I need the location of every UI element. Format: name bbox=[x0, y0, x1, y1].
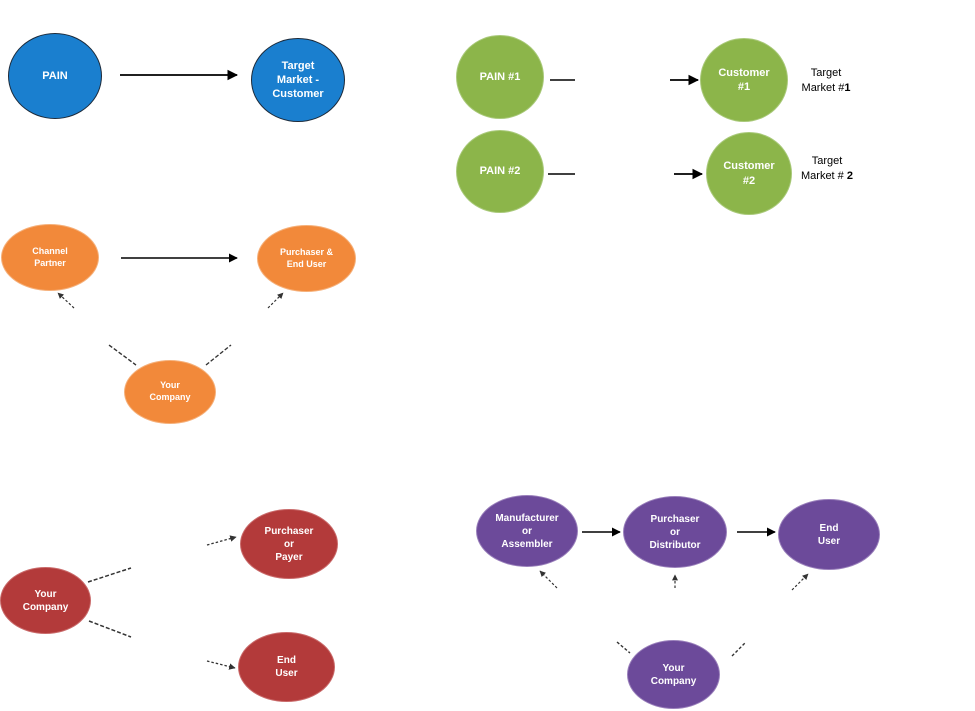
manufacturer-assembler-node: Manufacturer or Assembler bbox=[476, 495, 578, 567]
channel-partner-node: Channel Partner bbox=[1, 224, 99, 291]
purchaser-end-user-node: Purchaser & End User bbox=[257, 225, 356, 292]
dashed-to-end-user-purple bbox=[791, 573, 809, 591]
pain-2-node: PAIN #2 bbox=[456, 130, 544, 213]
your-company-node-orange: Your Company bbox=[124, 360, 216, 424]
target-market-customer-node: Target Market - Customer bbox=[251, 38, 345, 122]
dashed-company-upper bbox=[87, 567, 132, 583]
customer-1-node: Customer #1 bbox=[700, 38, 788, 122]
your-company-node-red: Your Company bbox=[0, 567, 91, 634]
dashed-to-purchaser-payer bbox=[206, 535, 237, 546]
customer-2-node: Customer #2 bbox=[706, 132, 792, 215]
end-user-node-red: End User bbox=[238, 632, 335, 702]
dashed-from-company-right bbox=[205, 344, 232, 366]
your-company-node-purple: Your Company bbox=[627, 640, 720, 709]
dashed-to-purchaser bbox=[267, 292, 284, 309]
target-market-2-label: Target Market # 2 bbox=[801, 155, 853, 182]
pain-node: PAIN bbox=[8, 33, 102, 119]
dashed-from-company-left bbox=[108, 344, 137, 366]
purchaser-distributor-node: Purchaser or Distributor bbox=[623, 496, 727, 568]
target-market-1-label: Target Market #1 bbox=[801, 67, 851, 94]
dashed-from-company-left-purple bbox=[616, 641, 631, 654]
dashed-to-end-user bbox=[206, 660, 236, 670]
end-user-node-purple: End User bbox=[778, 499, 880, 570]
dashed-company-lower bbox=[88, 620, 132, 638]
dashed-to-channel-partner bbox=[57, 292, 75, 309]
pain-1-node: PAIN #1 bbox=[456, 35, 544, 119]
dashed-from-company-right-purple bbox=[731, 641, 747, 657]
purchaser-payer-node: Purchaser or Payer bbox=[240, 509, 338, 579]
dashed-to-manufacturer bbox=[539, 570, 558, 589]
